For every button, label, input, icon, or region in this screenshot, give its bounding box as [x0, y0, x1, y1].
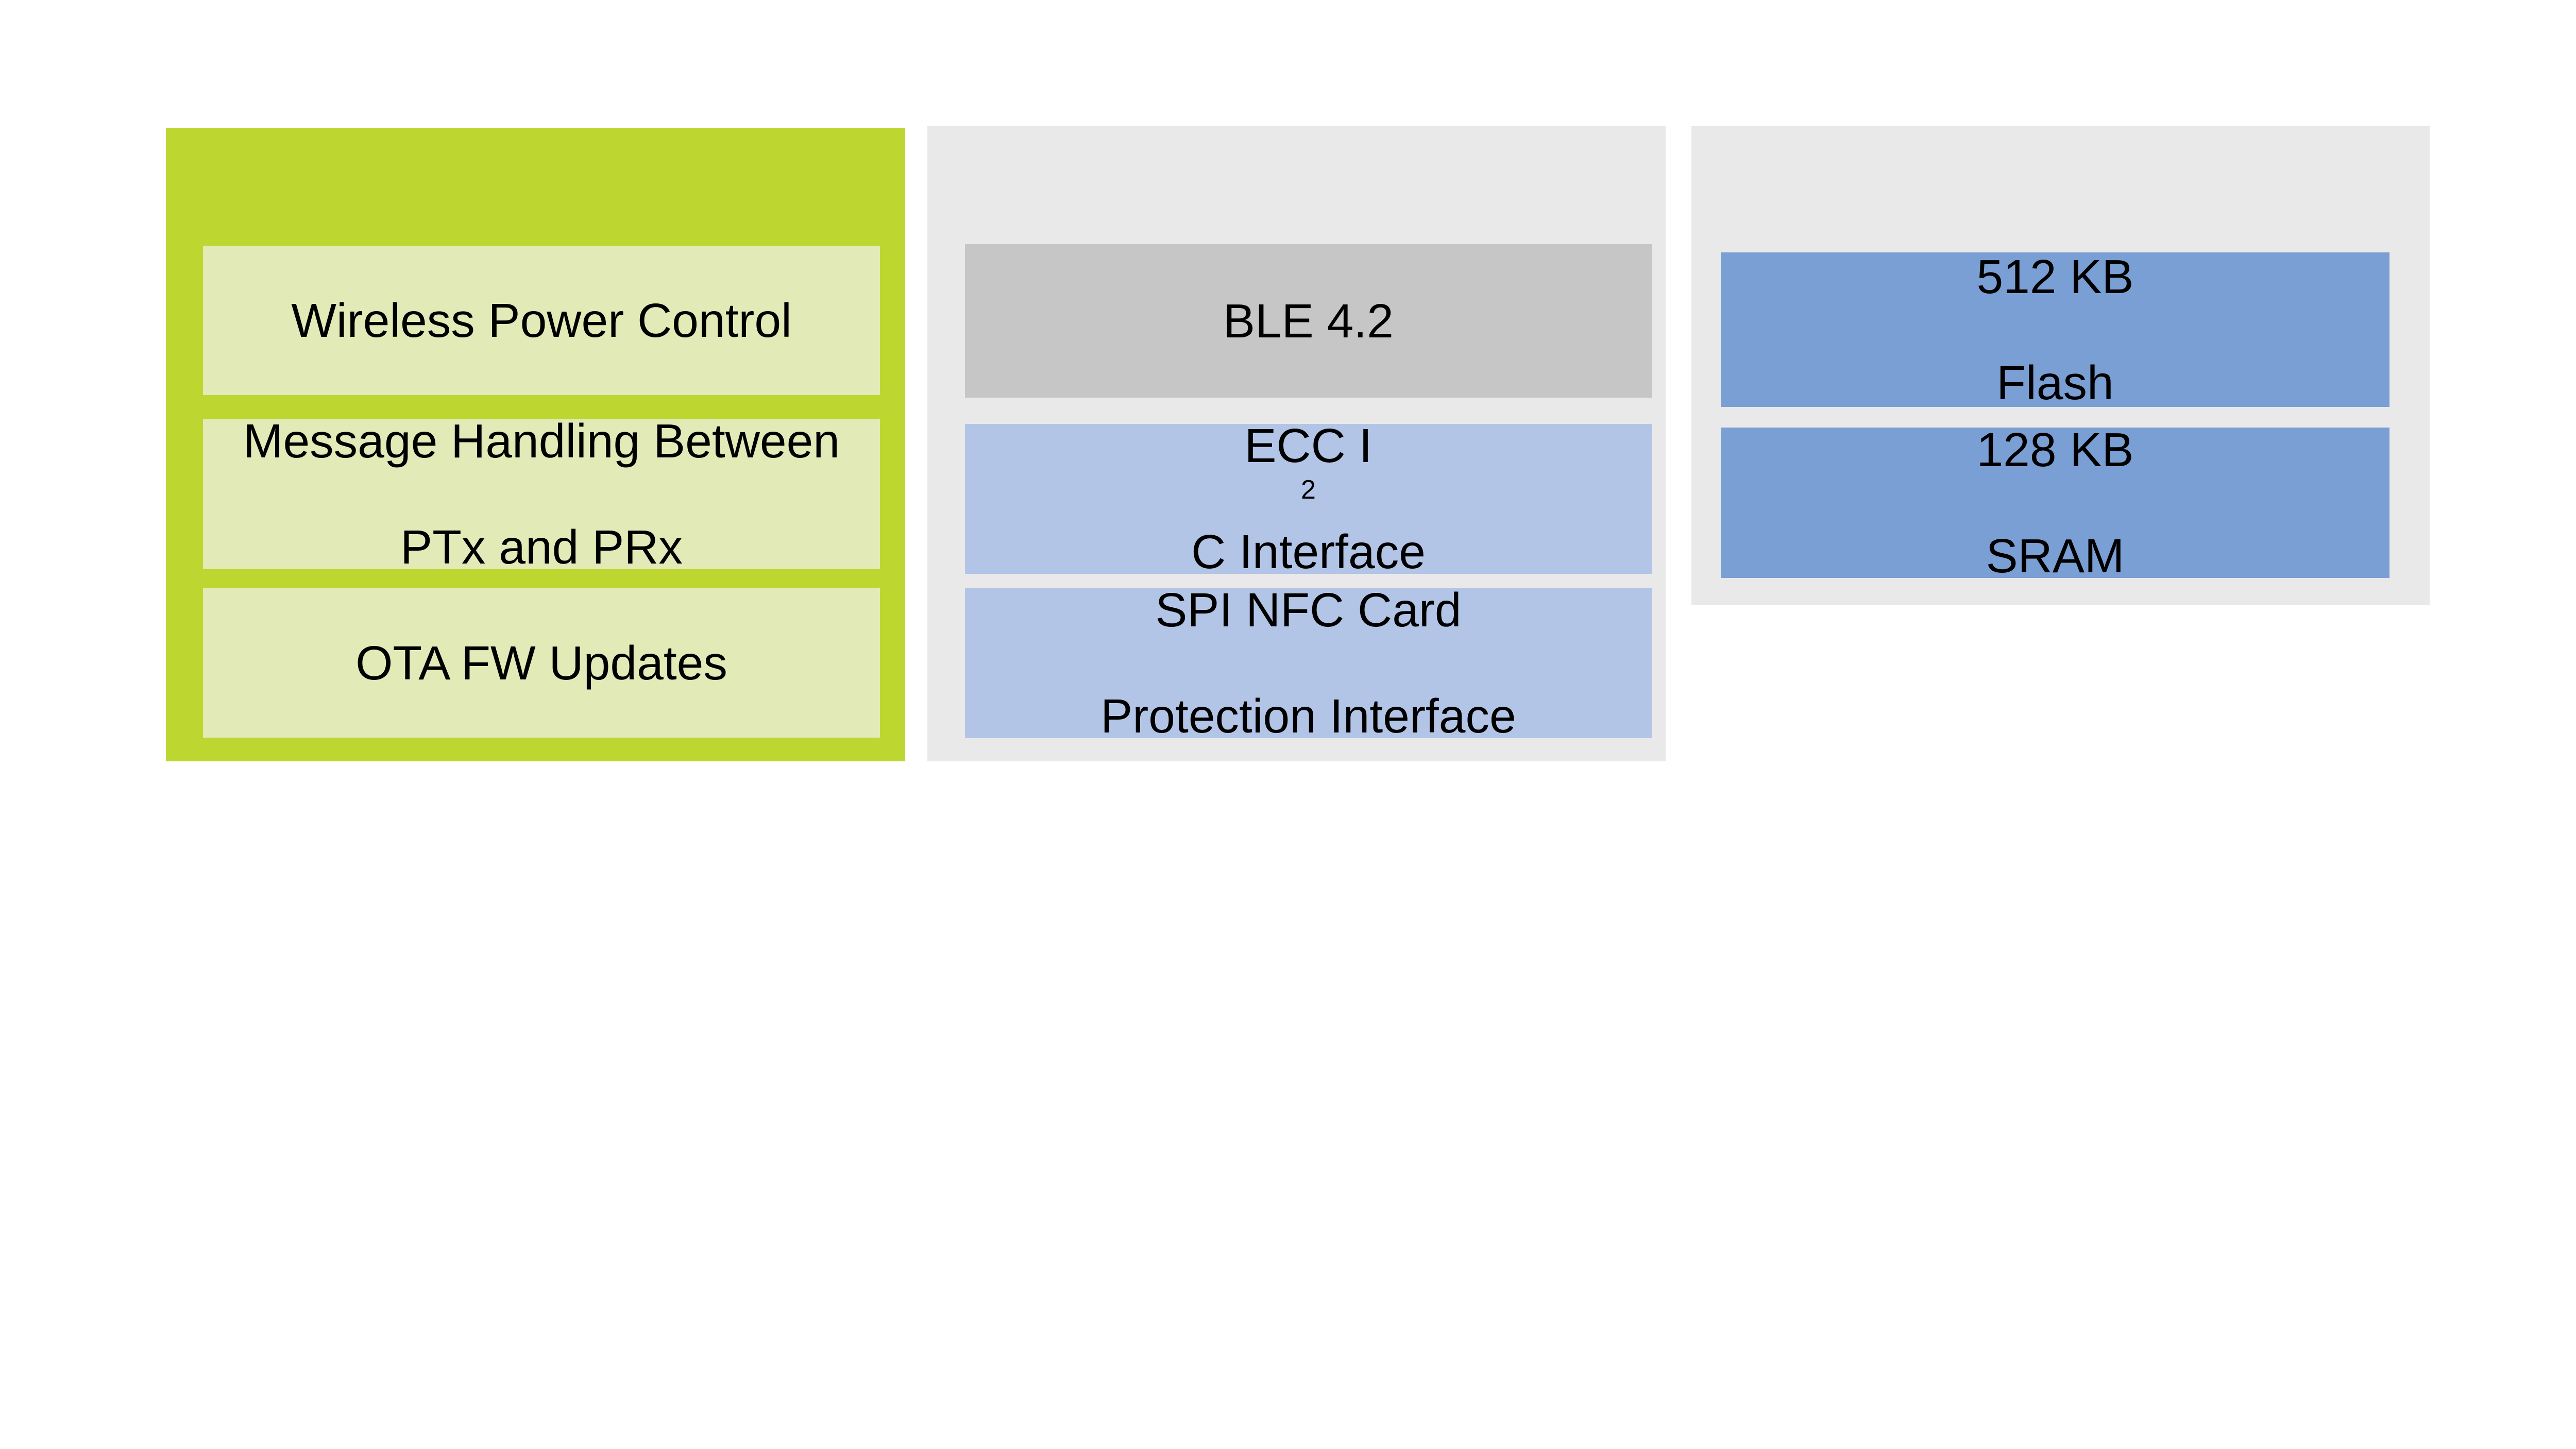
box-wireless-power-control: Wireless Power Control [203, 246, 880, 395]
box-label-message-handling: Message Handling Between PTx and PRx [210, 415, 873, 574]
box-label-flash-kind: Flash [1996, 355, 2114, 410]
box-flash-memory: 512 KB Flash [1721, 250, 2389, 410]
box-label-message-handling-line2: PTx and PRx [400, 520, 683, 574]
column-communication: Communication BLE 4.2 ECC I2C Interface … [927, 126, 1666, 761]
box-sram-memory: 128 KB SRAM [1721, 423, 2389, 582]
column-memory: Memory 512 KB Flash 128 KB SRAM [1691, 126, 2430, 605]
box-label-sram-size: 128 KB [1976, 422, 2134, 476]
box-label-ecc-suffix: C Interface [1191, 525, 1426, 578]
box-label-wireless-power-control: Wireless Power Control [291, 293, 792, 347]
box-ble: BLE 4.2 [965, 244, 1652, 398]
box-label-message-handling-line1: Message Handling Between [243, 414, 840, 468]
box-label-spi-nfc-line2: Protection Interface [1100, 689, 1516, 743]
box-label-ecc-prefix: ECC I [1244, 419, 1372, 472]
column-wireless-power: Wireless Power Wireless Power Control Me… [166, 128, 905, 761]
box-label-sram-kind: SRAM [1986, 529, 2125, 583]
box-label-flash-size: 512 KB [1976, 249, 2134, 303]
box-label-spi-nfc: SPI NFC Card Protection Interface [972, 584, 1645, 743]
box-label-sram: 128 KB SRAM [1728, 423, 2382, 583]
box-label-ota-fw-updates: OTA FW Updates [355, 636, 727, 690]
box-label-flash: 512 KB Flash [1728, 250, 2382, 410]
box-label-ble: BLE 4.2 [1223, 294, 1394, 348]
box-ota-fw-updates: OTA FW Updates [203, 588, 880, 738]
box-label-ecc-superscript: 2 [1301, 475, 1316, 505]
box-message-handling: Message Handling Between PTx and PRx [203, 415, 880, 574]
box-label-spi-nfc-line1: SPI NFC Card [1155, 583, 1462, 637]
box-spi-nfc-card-protection-interface: SPI NFC Card Protection Interface [965, 584, 1652, 743]
